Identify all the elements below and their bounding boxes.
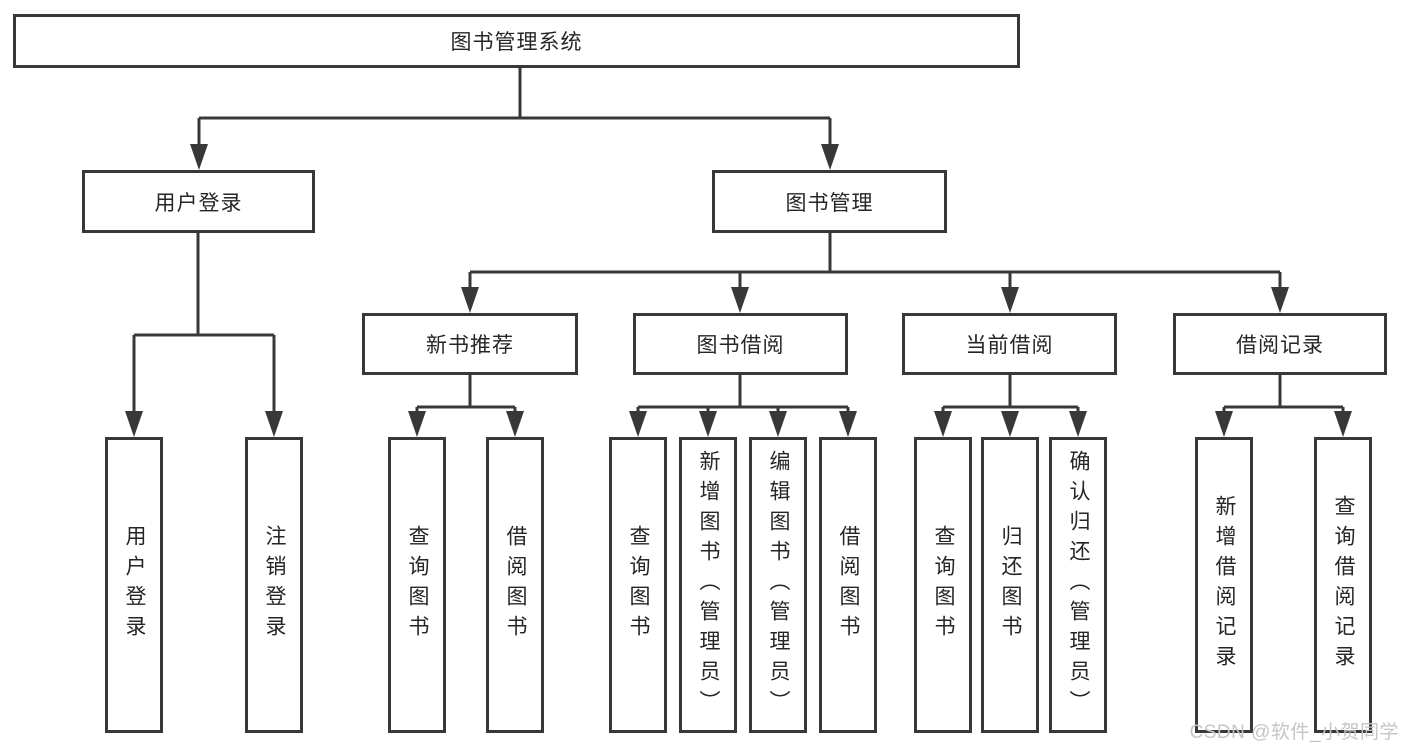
- node-label: 新书推荐: [426, 334, 514, 357]
- node-label: 图书管理: [785, 191, 874, 215]
- leaf-label: 借阅图书: [504, 525, 527, 645]
- leaf-edit-book-admin: 编辑图书（管理员）: [749, 437, 807, 733]
- leaf-label: 编辑图书（管理员）: [767, 450, 790, 720]
- leaf-add-borrow-record: 新增借阅记录: [1195, 437, 1253, 733]
- node-current-borrowing: 当前借阅: [902, 313, 1117, 375]
- node-label: 图书借阅: [696, 334, 785, 357]
- node-label: 图书管理系统: [450, 31, 583, 54]
- leaf-borrow-book: 借阅图书: [819, 437, 877, 733]
- leaf-label: 确认归还（管理员）: [1067, 450, 1090, 720]
- leaf-query-book: 查询图书: [609, 437, 667, 733]
- leaf-logout: 注销登录: [245, 437, 303, 733]
- leaf-label: 借阅图书: [837, 525, 860, 645]
- leaf-label: 新增借阅记录: [1213, 495, 1236, 675]
- leaf-user-login: 用户登录: [105, 437, 163, 733]
- node-new-book-recommend: 新书推荐: [362, 313, 578, 375]
- leaf-label: 查询图书: [932, 525, 955, 645]
- leaf-confirm-return-admin: 确认归还（管理员）: [1049, 437, 1107, 733]
- leaf-add-book-admin: 新增图书（管理员）: [679, 437, 737, 733]
- node-book-management: 图书管理: [712, 170, 947, 233]
- leaf-query-book-current: 查询图书: [914, 437, 972, 733]
- node-borrowing-records: 借阅记录: [1173, 313, 1387, 375]
- leaf-return-book: 归还图书: [981, 437, 1039, 733]
- leaf-label: 归还图书: [999, 525, 1022, 645]
- leaf-label: 查询图书: [406, 525, 429, 645]
- node-book-borrowing: 图书借阅: [633, 313, 848, 375]
- leaf-label: 用户登录: [123, 525, 146, 645]
- node-label: 用户登录: [154, 191, 243, 215]
- csdn-watermark: CSDN @软件_小贺同学: [1189, 722, 1399, 743]
- leaf-label: 注销登录: [263, 525, 286, 645]
- node-label: 当前借阅: [965, 334, 1054, 357]
- leaf-label: 查询借阅记录: [1332, 495, 1355, 675]
- leaf-borrow-book-recommend: 借阅图书: [486, 437, 544, 733]
- leaf-label: 查询图书: [627, 525, 650, 645]
- node-label: 借阅记录: [1236, 334, 1324, 357]
- leaf-query-borrow-record: 查询借阅记录: [1314, 437, 1372, 733]
- leaf-label: 新增图书（管理员）: [697, 450, 720, 720]
- node-user-login: 用户登录: [82, 170, 315, 233]
- node-library-management-system: 图书管理系统: [13, 14, 1020, 68]
- leaf-query-book-recommend: 查询图书: [388, 437, 446, 733]
